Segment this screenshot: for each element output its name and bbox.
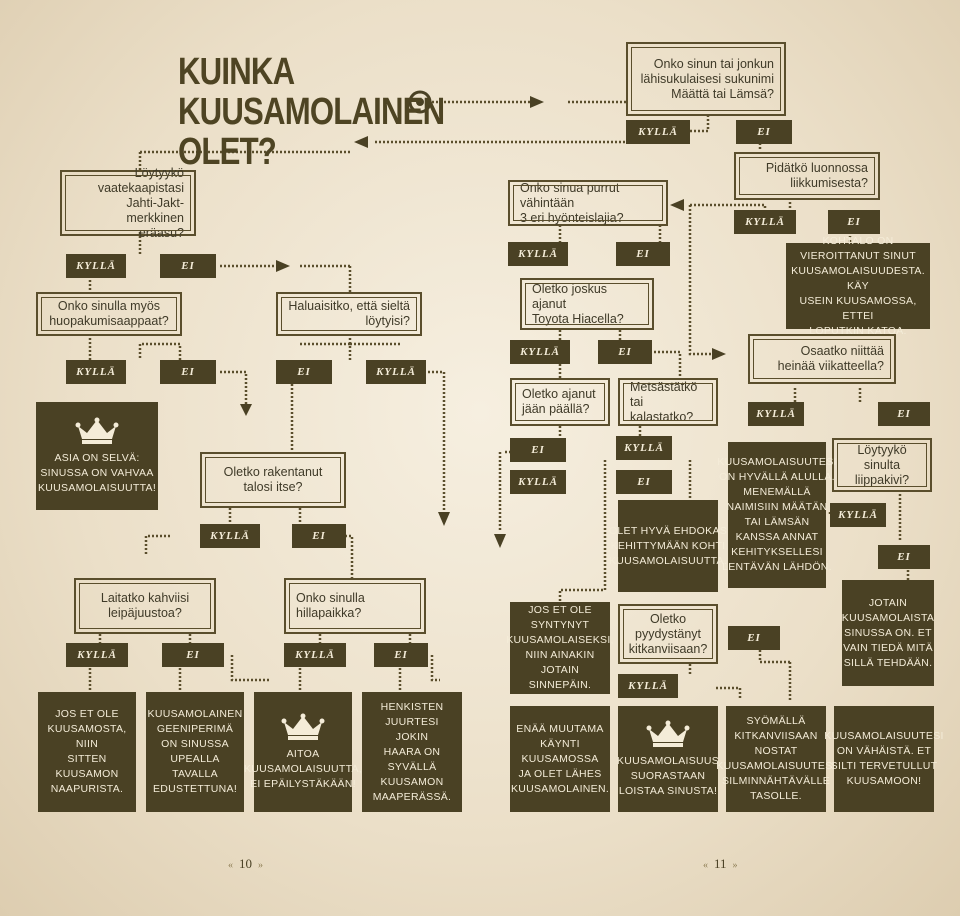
label-no: EI [828,210,880,234]
crown-icon [75,417,119,444]
label-yes: KYLLÄ [284,643,346,667]
result-jos-et-ole-syntynyt: Jos et ole syntynyt kuusamolaiseksi, nii… [506,602,613,694]
result-naapurista: Jos et ole Kuusamosta, niin sitten Kuusa… [38,692,136,812]
label-yes: KYLLÄ [734,210,796,234]
question-liippakivi: Löytyykö sinulta liippakivi? [832,438,932,492]
label-no: EI [598,340,652,364]
page-title: KUINKA KUUSAMOLAINEN OLET? [178,51,445,173]
page-number-right: «11» [703,856,738,871]
page-number-right-value: 11 [714,856,727,871]
result-hyva-ehdokas: Olet hyvä ehdokas kehittymään kohti kuus… [609,500,727,592]
question-rakentanut: Oletko rakentanut talosi itse? [200,452,346,508]
label-no: EI [728,626,780,650]
result-aitoa: Aitoa kuusamolaisuutta, ei epäilystäkään… [244,692,362,812]
label-no: EI [160,254,216,278]
label-no: EI [878,545,930,569]
question-hillapaikka: Onko sinulla hillapaikka? [284,578,426,634]
question-maatta-lamsa: Onko sinun tai jonkun lähisukulaisesi su… [626,42,786,116]
label-yes: KYLLÄ [66,360,126,384]
label-no: EI [160,360,216,384]
label-no: EI [878,402,930,426]
result-juurtesi: Henkisten juurtesi jokin haara on syväll… [362,692,462,812]
label-no: EI [510,438,566,462]
label-yes: KYLLÄ [748,402,804,426]
label-yes: KYLLÄ [66,643,128,667]
result-text: Syömällä kitkanviisaan nostat kuusamolai… [716,715,836,802]
label-no: EI [736,120,792,144]
result-text: Olet hyvä ehdokas kehittymään kohti kuus… [608,524,728,567]
result-asia-selva: Asia on selvä: sinussa on vahvaa kuusamo… [36,402,158,510]
result-text: Kuusamolaisuutesi on hyvällä alulla. Men… [717,456,837,573]
question-kahviisi: Laitatko kahviisi leipäjuustoa? [74,578,216,634]
result-text: Jos et ole Kuusamosta, niin sitten Kuusa… [47,708,127,795]
page-number-left-value: 10 [239,856,252,871]
label-yes: KYLLÄ [200,524,260,548]
page-number-left: «10» [228,856,263,871]
question-jaan-paalla: Oletko ajanut jään päällä? [510,378,610,426]
label-yes: KYLLÄ [510,470,566,494]
question-hyonteiset: Onko sinua purrut vähintään 3 eri hyönte… [508,180,668,226]
result-text: Jos et ole syntynyt kuusamolaiseksi, nii… [506,604,614,691]
question-jahti-jakt: Löytyykö vaatekaapistasi Jahti-Jakt-merk… [60,166,196,240]
result-text: Henkisten juurtesi jokin haara on syväll… [372,700,452,803]
crown-icon [281,713,325,740]
label-yes: KYLLÄ [508,242,568,266]
result-text: Kohtalo on vieroittanut sinut kuusamolai… [791,234,925,337]
result-alulla: Kuusamolaisuutesi on hyvällä alulla. Men… [717,442,836,588]
result-text: Aitoa kuusamolaisuutta, ei epäilystäkään… [243,747,363,790]
label-yes: KYLLÄ [66,254,126,278]
question-niittaa: Osaatko niittää heinää viikatteella? [748,334,896,384]
result-text: Kuusamolaisuutesi on vähäistä. Et silti … [824,730,944,787]
question-metsastatko: Metsästätkö tai kalastatko? [618,378,718,426]
result-silminnahtavalle: Syömällä kitkanviisaan nostat kuusamolai… [716,706,835,812]
question-loytyisi: Haluaisitko, että sieltä löytyisi? [276,292,422,336]
label-yes: KYLLÄ [618,674,678,698]
label-no: EI [616,470,672,494]
label-yes: KYLLÄ [626,120,690,144]
result-geeniperima: Kuusamolainen geeniperimä on sinussa upe… [146,692,244,812]
result-vieroittanut: Kohtalo on vieroittanut sinut kuusamolai… [786,235,930,337]
question-hiacella: Oletko joskus ajanut Toyota Hiacella? [520,278,654,330]
result-text: Jotain kuusamolaista sinussa on. Et vain… [841,596,935,669]
result-suorastaan: Kuusamolaisuus suorastaan loistaa sinust… [616,706,720,812]
label-yes: KYLLÄ [616,436,672,460]
result-jotain: Jotain kuusamolaista sinussa on. Et vain… [842,580,934,686]
result-vahaista: Kuusamolaisuutesi on vähäistä. Et silti … [824,706,943,812]
label-no: EI [616,242,670,266]
result-text: Kuusamolaisuus suorastaan loistaa sinust… [616,754,720,797]
question-huopakumi: Onko sinulla myös huopakumisaappaat? [36,292,182,336]
label-yes: KYLLÄ [830,503,886,527]
label-yes: KYLLÄ [510,340,570,364]
result-text: Asia on selvä: sinussa on vahvaa kuusamo… [37,451,157,494]
question-kitkanviisaan: Oletko pyydystänyt kitkanviisaan? [618,604,718,664]
crown-icon [646,720,690,747]
result-text: Kuusamolainen geeniperimä on sinussa upe… [147,708,243,795]
label-no: EI [374,643,428,667]
result-lahes: Enää muutama käynti Kuusamossa ja olet l… [510,706,610,812]
label-no: EI [276,360,332,384]
label-no: EI [292,524,346,548]
label-no: EI [162,643,224,667]
result-text: Enää muutama käynti Kuusamossa ja olet l… [510,722,610,795]
question-luonnossa: Pidätkö luonnossa liikkumisesta? [734,152,880,200]
label-yes: KYLLÄ [366,360,426,384]
